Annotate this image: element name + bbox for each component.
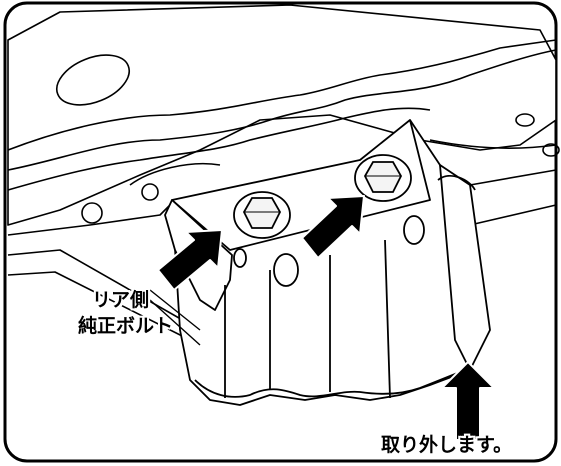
bracket-hole bbox=[403, 215, 425, 245]
vehicle-frame-rail bbox=[7, 4, 560, 346]
frame-hole-small bbox=[542, 143, 560, 157]
rear-bolt-left bbox=[233, 191, 291, 239]
rear-bolt-right bbox=[354, 154, 412, 202]
arrow-icon bbox=[441, 361, 495, 441]
frame-hole-small bbox=[515, 113, 535, 127]
bracket-hole bbox=[273, 253, 299, 287]
callout-leader bbox=[149, 289, 201, 346]
arrow-icon bbox=[301, 195, 365, 259]
remove-instruction: 取り外します。 bbox=[381, 434, 513, 456]
arrow-icon bbox=[157, 229, 223, 291]
rear-bolt-label-line2: 純正ボルト bbox=[78, 315, 174, 337]
bracket-hole bbox=[233, 248, 247, 268]
rear-bolt-label-line1: リア側 bbox=[92, 289, 150, 311]
frame-hole bbox=[56, 54, 130, 106]
